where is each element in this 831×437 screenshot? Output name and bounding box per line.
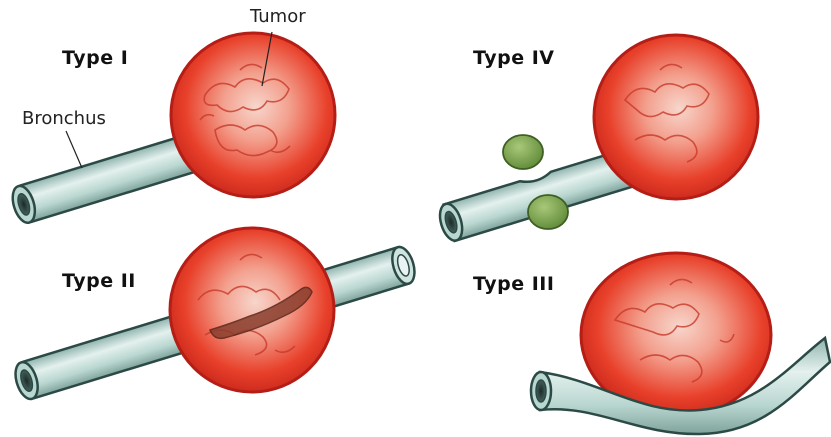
type-4-label: Type IV <box>473 47 554 69</box>
type-4-lower-lymph-node <box>528 195 568 229</box>
type-3-illustration <box>531 253 830 434</box>
type-4-upper-lymph-node <box>503 135 543 169</box>
type-2-illustration <box>11 228 418 402</box>
type-3-label: Type III <box>473 273 554 295</box>
type-1-tumor <box>171 33 335 197</box>
type-3-lumen <box>536 380 546 402</box>
type-2-label: Type II <box>62 270 136 292</box>
type-4-tumor <box>594 35 758 199</box>
bronchus-label: Bronchus <box>22 108 106 129</box>
type-2-tumor <box>170 228 334 392</box>
type-1-label: Type I <box>62 47 128 69</box>
bronchus-leader-line <box>66 131 82 168</box>
tumor-label: Tumor <box>250 6 306 27</box>
